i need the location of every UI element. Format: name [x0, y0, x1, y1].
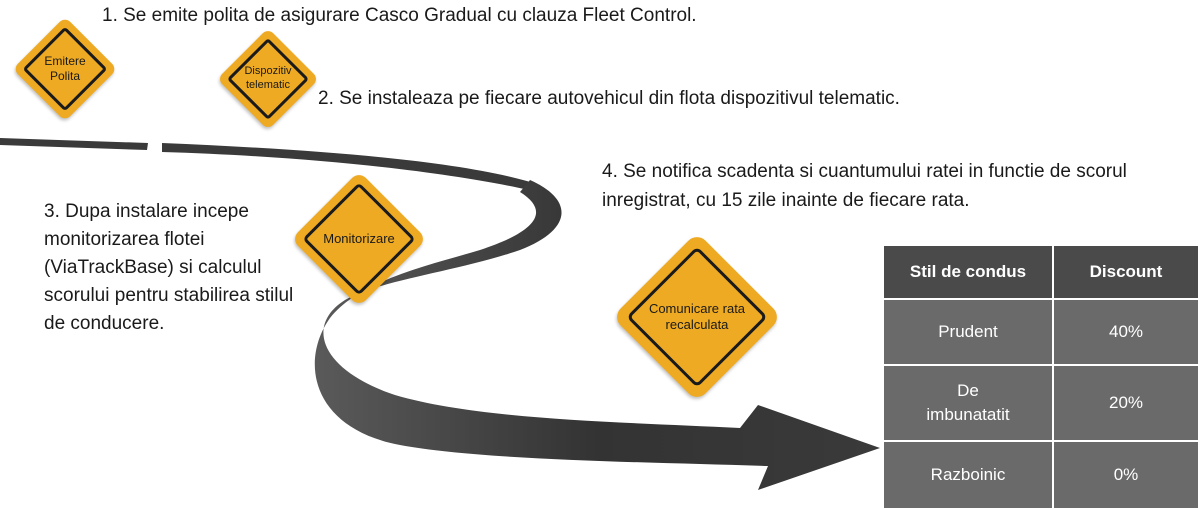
sign-dispozitiv-telematic: Dispozitiv telematic: [216, 27, 320, 131]
step-1-text: 1. Se emite polita de asigurare Casco Gr…: [102, 5, 697, 26]
step-2-text: 2. Se instaleaza pe fiecare autovehicul …: [318, 88, 900, 109]
sign-monitorizare: Monitorizare: [290, 170, 428, 308]
table-row: De imbunatatit 20%: [882, 364, 1200, 442]
style-cell: Prudent: [882, 298, 1054, 366]
style-cell: De imbunatatit: [882, 364, 1054, 442]
step-3-line: 3. Dupa instalare incepe: [44, 201, 249, 222]
table-header-row: Stil de condus Discount: [882, 244, 1200, 300]
discount-cell: 40%: [1052, 298, 1200, 366]
sign-comunicare-rata: Comunicare rata recalculata: [610, 230, 784, 404]
road-body: [314, 180, 880, 490]
sign-label-line: Dispozitiv: [244, 65, 292, 78]
step-3-line: (ViaTrackBase) si calculul: [44, 257, 262, 278]
road-arrow: [0, 138, 880, 490]
sign-label-line: Emitere: [44, 54, 86, 68]
sign-label-line: Polita: [49, 69, 81, 83]
step-3-line: monitorizarea flotei: [44, 229, 205, 250]
road-segment-1: [0, 138, 148, 150]
step-4-line: inregistrat, cu 15 zile inainte de fieca…: [602, 190, 970, 211]
step-3-text: 3. Dupa instalare incepe monitorizarea f…: [44, 198, 293, 338]
header-stil-de-condus: Stil de condus: [882, 244, 1054, 300]
sign-label-line: telematic: [245, 79, 290, 91]
sign-label-line: recalculata: [665, 317, 729, 332]
discount-cell: 20%: [1052, 364, 1200, 442]
table-row: Razboinic 0%: [882, 440, 1200, 510]
discount-table: Stil de condus Discount Prudent 40% De i…: [882, 244, 1200, 510]
style-line: De: [957, 381, 979, 400]
style-line: Razboinic: [930, 465, 1006, 484]
sign-label-line: Monitorizare: [323, 230, 395, 246]
step-4-line: 4. Se notifica scadenta si cuantumului r…: [602, 161, 1127, 182]
discount-cell: 0%: [1052, 440, 1200, 510]
road-segment-2: [162, 143, 546, 194]
table-row: Prudent 40%: [882, 298, 1200, 366]
step-3-line: scorului pentru stabilirea stilul: [44, 285, 294, 306]
style-line: Prudent: [938, 322, 998, 341]
style-cell: Razboinic: [882, 440, 1054, 510]
header-discount: Discount: [1052, 244, 1200, 300]
step-3-line: de conducere.: [44, 313, 165, 334]
step-4-text: 4. Se notifica scadenta si cuantumului r…: [602, 157, 1127, 215]
sign-emitere-polita: Emitere Polita: [12, 16, 118, 122]
sign-label-line: Comunicare rata: [648, 300, 746, 316]
style-line: imbunatatit: [926, 405, 1010, 424]
